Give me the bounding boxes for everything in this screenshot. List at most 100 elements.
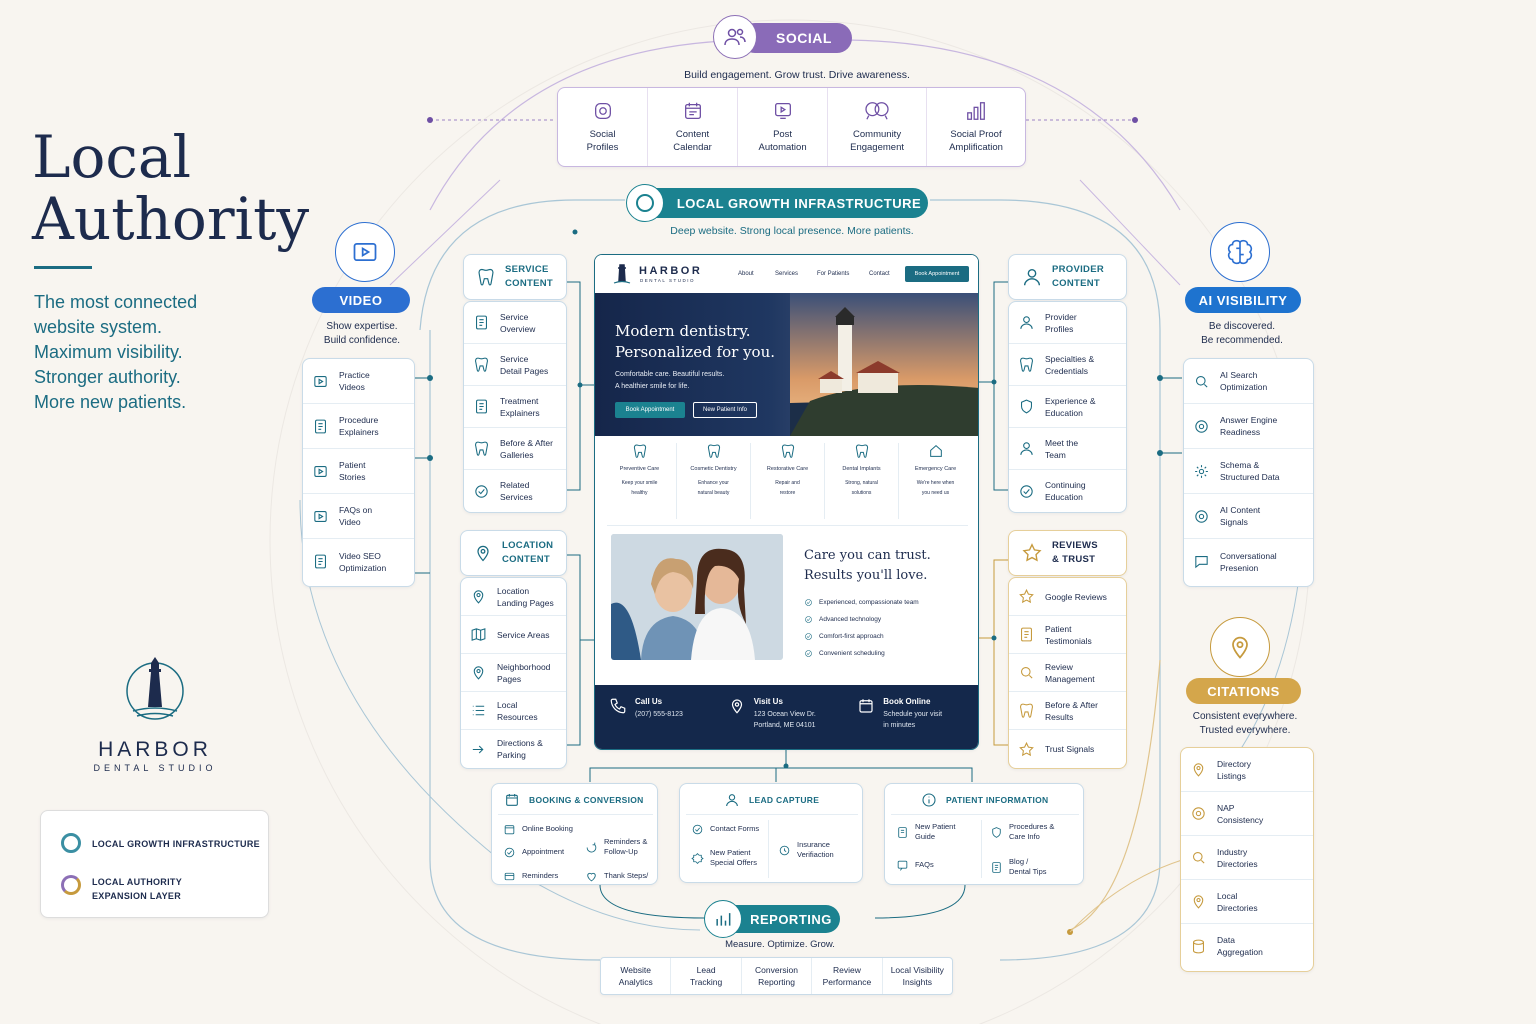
ai-item[interactable]: Answer Engine Readiness	[1184, 404, 1313, 449]
hero-new-patient-button[interactable]: New Patient Info	[693, 402, 757, 418]
booking-card: BOOKING & CONVERSION Online Booking Appo…	[491, 783, 658, 885]
title-line-1: Local	[32, 123, 192, 191]
ai-item[interactable]: AI Content Signals	[1184, 494, 1313, 539]
social-item[interactable]: Social Profiles	[558, 88, 649, 166]
blog-icon	[991, 861, 1001, 873]
ai-item[interactable]: Schema & Structured Data	[1184, 449, 1313, 494]
citations-item[interactable]: Industry Directories	[1181, 836, 1313, 880]
provider-item-label: Continuing Education	[1045, 480, 1086, 502]
provider-item[interactable]: Meet the Team	[1009, 428, 1126, 470]
booking-item[interactable]: Appointment	[502, 845, 564, 859]
booking-item[interactable]: Online Booking	[502, 822, 573, 836]
video-item[interactable]: Practice Videos	[303, 359, 414, 404]
reviews-item[interactable]: Review Management	[1009, 654, 1126, 692]
social-item[interactable]: Post Automation	[738, 88, 829, 166]
ai-item[interactable]: AI Search Optimization	[1184, 359, 1313, 404]
location-item[interactable]: Local Resources	[461, 692, 566, 730]
nav-services[interactable]: Services	[775, 271, 799, 277]
citations-item[interactable]: Data Aggregation	[1181, 924, 1313, 968]
reviews-item[interactable]: Google Reviews	[1009, 578, 1126, 616]
target-icon	[1192, 417, 1210, 435]
lead-item[interactable]: Contact Forms	[690, 822, 759, 836]
map-icon	[469, 626, 487, 644]
reviews-item[interactable]: Trust Signals	[1009, 730, 1126, 768]
citations-item[interactable]: NAP Consistency	[1181, 792, 1313, 836]
lead-item[interactable]: New Patient Special Offers	[690, 848, 757, 868]
video-subtitle: Show expertise. Build confidence.	[323, 321, 401, 346]
reporting-item[interactable]: Website Analytics	[601, 958, 672, 994]
nav-contact[interactable]: Contact	[869, 271, 890, 277]
video-item[interactable]: Procedure Explainers	[303, 404, 414, 449]
service-item[interactable]: Before & After Galleries	[464, 428, 566, 470]
reviews-item-label: Patient Testimonials	[1045, 623, 1092, 646]
provider-item[interactable]: Experience & Education	[1009, 386, 1126, 428]
citations-item[interactable]: Directory Listings	[1181, 748, 1313, 792]
patient-info-item[interactable]: FAQs	[895, 858, 934, 872]
shield-icon	[1017, 398, 1035, 416]
location-pin-icon	[477, 545, 489, 562]
reporting-item[interactable]: Local Visibility Insights	[890, 965, 944, 987]
provider-item[interactable]: Specialties & Credentials	[1009, 344, 1126, 386]
video-item[interactable]: Patient Stories	[303, 449, 414, 494]
reviews-item[interactable]: Before & After Results	[1009, 692, 1126, 730]
booking-item[interactable]: Thank Steps/	[584, 869, 648, 883]
nav-for-patients[interactable]: For Patients	[817, 271, 850, 277]
location-item[interactable]: Service Areas	[461, 616, 566, 654]
chat-icon	[1192, 553, 1210, 571]
location-item-label: Local Resources	[497, 699, 538, 722]
reporting-item[interactable]: Lead Tracking	[671, 958, 742, 994]
social-item[interactable]: Community Engagement	[828, 88, 928, 166]
site-service-desc: Enhance your natural beauty	[697, 480, 730, 496]
booking-item[interactable]: Reminders & Follow-Up	[584, 837, 647, 857]
provider-item[interactable]: Continuing Education	[1009, 470, 1126, 512]
provider-item-label: Provider Profiles	[1045, 311, 1077, 334]
service-item[interactable]: Service Overview	[464, 302, 566, 344]
reviews-item[interactable]: Patient Testimonials	[1009, 616, 1126, 654]
service-title: SERVICE CONTENT	[505, 264, 554, 289]
hero-book-button[interactable]: Book Appointment	[615, 402, 685, 418]
location-item[interactable]: Location Landing Pages	[461, 578, 566, 616]
brain-icon	[1227, 239, 1253, 265]
star-icon	[1017, 588, 1035, 606]
lead-item[interactable]: Insurance Verifiaction	[777, 840, 834, 860]
social-item[interactable]: Social Proof Amplification	[927, 88, 1025, 166]
service-item[interactable]: Related Services	[464, 470, 566, 512]
patient-info-item[interactable]: Procedures & Care Info	[989, 822, 1054, 842]
location-item[interactable]: Directions & Parking	[461, 730, 566, 768]
video-item[interactable]: FAQs on Video	[303, 494, 414, 539]
booking-item[interactable]: Reminders	[502, 869, 558, 883]
online-booking-icon	[504, 824, 514, 834]
ai-pill: AI VISIBILITY	[1185, 287, 1301, 313]
site-logo[interactable]: HARBOR	[639, 265, 703, 277]
footer-call[interactable]: Call Us(207) 555-8123	[609, 697, 718, 739]
video-item[interactable]: Video SEO Optimization	[303, 539, 414, 584]
reporting-item[interactable]: Conversion Reporting	[742, 958, 813, 994]
person-icon	[1017, 314, 1035, 332]
location-item[interactable]: Neighborhood Pages	[461, 654, 566, 692]
patient-info-item[interactable]: New Patient Guide	[895, 822, 955, 842]
tagline-line: website system.	[34, 317, 163, 337]
citations-item[interactable]: Local Directories	[1181, 880, 1313, 924]
provider-item[interactable]: Provider Profiles	[1009, 302, 1126, 344]
reporting-item[interactable]: Review Performance	[812, 958, 883, 994]
location-item-label: Neighborhood Pages	[497, 661, 551, 684]
search-icon	[1017, 664, 1035, 682]
social-item[interactable]: Content Calendar	[648, 88, 739, 166]
ai-item[interactable]: Conversational Presenion	[1184, 539, 1313, 584]
service-item[interactable]: Treatment Explainers	[464, 386, 566, 428]
nav-book-button[interactable]: Book Appointment	[905, 266, 969, 282]
patient-info-item[interactable]: Blog / Dental Tips	[989, 857, 1047, 877]
nav-about[interactable]: About	[738, 271, 754, 277]
service-item[interactable]: Service Detail Pages	[464, 344, 566, 386]
tooth-icon	[478, 268, 494, 286]
pin-icon	[1189, 761, 1207, 779]
